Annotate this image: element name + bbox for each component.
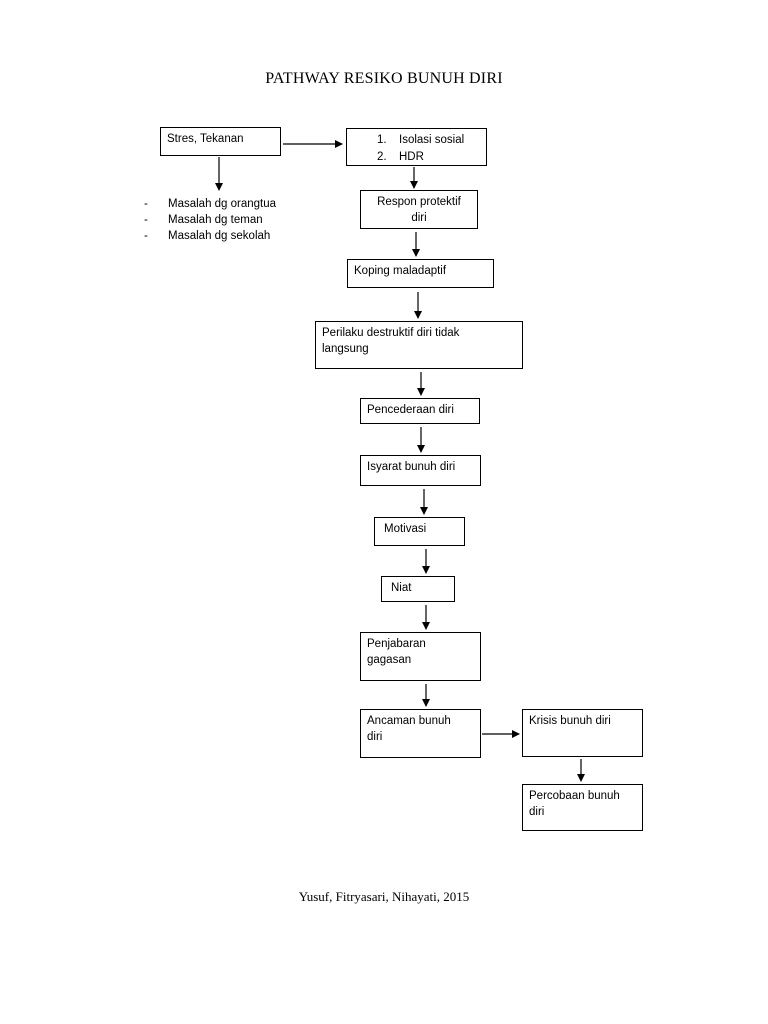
numbered-list: 1.Isolasi sosial 2.HDR [377,132,464,166]
list-item: -Masalah dg orangtua [144,198,277,210]
node-niat: Niat [381,576,455,602]
node-penjabaran-gagasan: Penjabaran gagasan [360,632,481,681]
node-motivasi: Motivasi [374,517,465,546]
node-koping-maladaptif: Koping maladaptif [347,259,494,288]
node-stres-label: Stres, Tekanan [167,133,244,145]
node-pencederaan-diri: Pencederaan diri [360,398,480,424]
node-respon-protektif: Respon protektif diri [360,190,478,229]
list-item: -Masalah dg teman [144,214,263,226]
list-item: -Masalah dg sekolah [144,230,271,242]
citation-footer: Yusuf, Fitryasari, Nihayati, 2015 [298,889,470,904]
stress-causes-list: -Masalah dg orangtua -Masalah dg teman -… [144,196,276,244]
list-item: 1.Isolasi sosial [377,134,465,146]
page-title: PATHWAY RESIKO BUNUH DIRI [265,70,503,87]
node-krisis-bunuh-diri: Krisis bunuh diri [522,709,643,757]
node-stres-tekanan: Stres, Tekanan [160,127,281,156]
node-perilaku-destruktif: Perilaku destruktif diri tidak langsung [315,321,523,369]
list-item: 2.HDR [377,151,424,163]
node-isyarat-bunuh-diri: Isyarat bunuh diri [360,455,481,486]
node-ancaman-bunuh-diri: Ancaman bunuh diri [360,709,481,758]
node-percobaan-bunuh-diri: Percobaan bunuh diri [522,784,643,831]
node-isolasi-hdr: 1.Isolasi sosial 2.HDR [346,128,487,166]
